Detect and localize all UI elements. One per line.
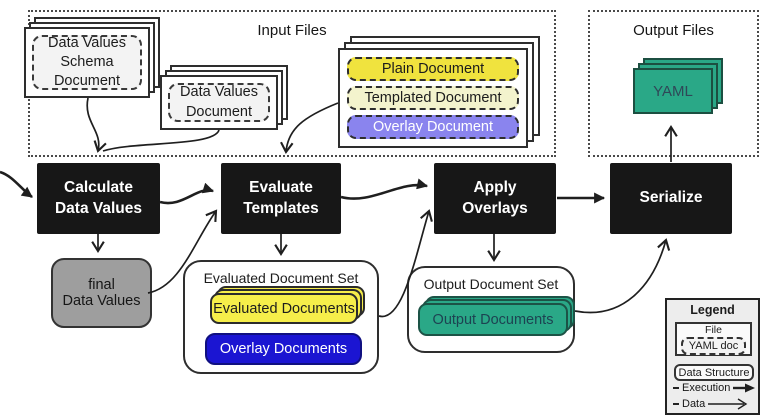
execution-arrow-icon: [733, 383, 756, 393]
data-values-document-stack: Data Values Document: [160, 65, 288, 130]
legend-title: Legend: [690, 303, 735, 317]
process-serialize: Serialize: [610, 163, 732, 234]
process-apply-overlays: Apply Overlays: [434, 163, 556, 234]
legend-execution-row: Execution: [673, 382, 756, 394]
legend-file-label: File: [705, 324, 722, 336]
data-values-schema-document: Data Values Schema Document: [32, 35, 142, 90]
evaluated-document-set-title: Evaluated Document Set: [203, 270, 359, 286]
output-files-group: Output Files: [588, 10, 759, 157]
legend-data-label: Data: [682, 398, 706, 410]
templated-document-pill: Templated Document: [347, 86, 519, 110]
evaluated-documents-pill: Evaluated Documents: [210, 293, 358, 324]
process-evaluate-templates: Evaluate Templates: [221, 163, 341, 234]
data-arrow-output-set-to-serialize: [574, 238, 671, 314]
yaml-label: YAML: [653, 82, 693, 100]
stack-layer-front: Plain Document Templated Document Overla…: [338, 48, 528, 148]
yaml-output-stack: YAML: [633, 58, 723, 114]
data-arrow-icon: [708, 398, 748, 410]
process-calculate-data-values: Calculate Data Values: [37, 163, 160, 234]
output-documents-pill: Output Documents: [418, 303, 568, 336]
overlay-document-pill: Overlay Document: [347, 115, 519, 139]
execution-arrow-start-to-calculate: [0, 170, 33, 199]
data-values-schema-document-stack: Data Values Schema Document: [24, 17, 160, 98]
yaml-card: YAML: [633, 68, 713, 114]
legend-execution-label: Execution: [682, 382, 731, 394]
overlay-documents-pill: Overlay Documents: [205, 333, 362, 365]
legend-data-row: Data: [673, 398, 748, 410]
legend-data-structure-sample: Data Structure: [674, 364, 754, 381]
output-files-title: Output Files: [633, 22, 714, 39]
legend-file-sample: File YAML doc: [675, 322, 752, 356]
final-data-values: final Data Values: [51, 258, 152, 328]
stack-layer-front: Data Values Schema Document: [24, 27, 150, 98]
execution-arrow-calculate-to-evaluate: [159, 182, 215, 205]
legend-yaml-doc-sample: YAML doc: [681, 337, 746, 355]
plain-document-pill: Plain Document: [347, 57, 519, 81]
input-files-title: Input Files: [257, 22, 327, 39]
legend-execution-dash: [673, 387, 679, 389]
output-document-set-title: Output Document Set: [423, 276, 559, 292]
execution-arrow-evaluate-to-apply: [340, 178, 429, 200]
template-documents-stack: Plain Document Templated Document Overla…: [338, 36, 540, 148]
output-document-set: Output Document Set Output Documents: [407, 266, 575, 353]
stack-layer-front: Data Values Document: [160, 75, 278, 130]
evaluated-document-set: Evaluated Document Set Evaluated Documen…: [183, 260, 379, 374]
legend: Legend File YAML doc Data Structure Exec…: [665, 298, 760, 415]
data-values-document: Data Values Document: [168, 83, 270, 122]
legend-data-dash: [673, 403, 679, 405]
